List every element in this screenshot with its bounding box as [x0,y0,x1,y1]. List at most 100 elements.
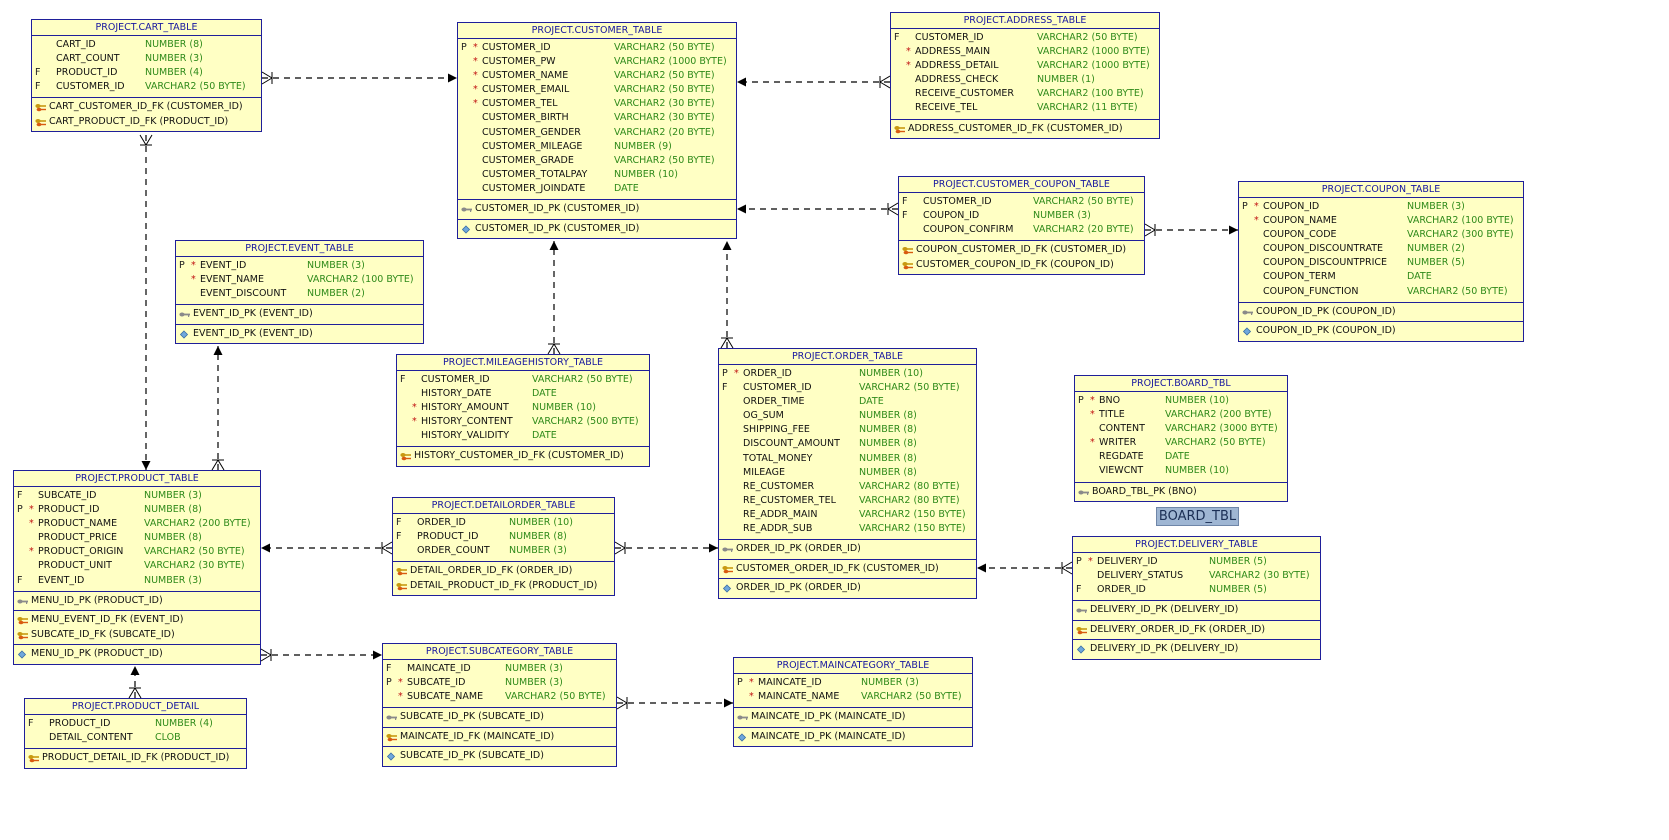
constraint-row[interactable]: ADDRESS_CUSTOMER_ID_FK (CUSTOMER_ID) [891,122,1159,137]
constraint-row[interactable]: DELIVERY_ORDER_ID_FK (ORDER_ID) [1073,623,1320,638]
constraint-row[interactable]: CUSTOMER_ID_PK (CUSTOMER_ID) [458,222,736,237]
constraint-row[interactable]: MENU_EVENT_ID_FK (EVENT_ID) [14,613,260,628]
constraint-row[interactable]: MAINCATE_ID_FK (MAINCATE_ID) [383,730,616,745]
relationship-detailorder-to-order[interactable] [614,541,718,555]
relationship-cart-to-product[interactable] [139,134,153,470]
constraint-row[interactable]: CUSTOMER_ORDER_ID_FK (CUSTOMER_ID) [719,562,976,577]
constraint-row[interactable]: SUBCATE_ID_PK (SUBCATE_ID) [383,749,616,764]
relationship-mileage-to-customer[interactable] [547,241,561,355]
constraint-row[interactable]: MENU_ID_PK (PRODUCT_ID) [14,594,260,609]
relationship-product-to-event[interactable] [211,346,225,471]
relationship-subcategory-to-maincategory[interactable] [616,696,733,710]
constraint-row[interactable]: DELIVERY_ID_PK (DELIVERY_ID) [1073,642,1320,657]
constraint-row[interactable]: CUSTOMER_COUPON_ID_FK (COUPON_ID) [899,258,1144,273]
constraint-row[interactable]: COUPON_ID_PK (COUPON_ID) [1239,305,1523,320]
constraint-row[interactable]: COUPON_ID_PK (COUPON_ID) [1239,324,1523,339]
constraint-row[interactable]: SUBCATE_ID_PK (SUBCATE_ID) [383,710,616,725]
board-tbl-label[interactable]: BOARD_TBL [1156,507,1239,526]
relationship-custcoupon-to-coupon[interactable] [1144,223,1238,237]
constraint-row[interactable]: CUSTOMER_ID_PK (CUSTOMER_ID) [458,202,736,217]
constraint-row[interactable]: MENU_ID_PK (PRODUCT_ID) [14,647,260,662]
constraint-row[interactable]: DELIVERY_ID_PK (DELIVERY_ID) [1073,603,1320,618]
constraint-row[interactable]: EVENT_ID_PK (EVENT_ID) [176,307,423,322]
constraint-row[interactable]: ORDER_ID_PK (ORDER_ID) [719,581,976,596]
constraint-row[interactable]: COUPON_CUSTOMER_ID_FK (CUSTOMER_ID) [899,243,1144,258]
constraint-row[interactable]: DETAIL_ORDER_ID_FK (ORDER_ID) [393,564,614,579]
constraint-row[interactable]: BOARD_TBL_PK (BNO) [1075,485,1287,500]
relationship-order-to-customer[interactable] [720,241,734,349]
relationship-cart-to-customer[interactable] [261,71,457,85]
constraint-row[interactable]: CART_CUSTOMER_ID_FK (CUSTOMER_ID) [32,100,261,115]
